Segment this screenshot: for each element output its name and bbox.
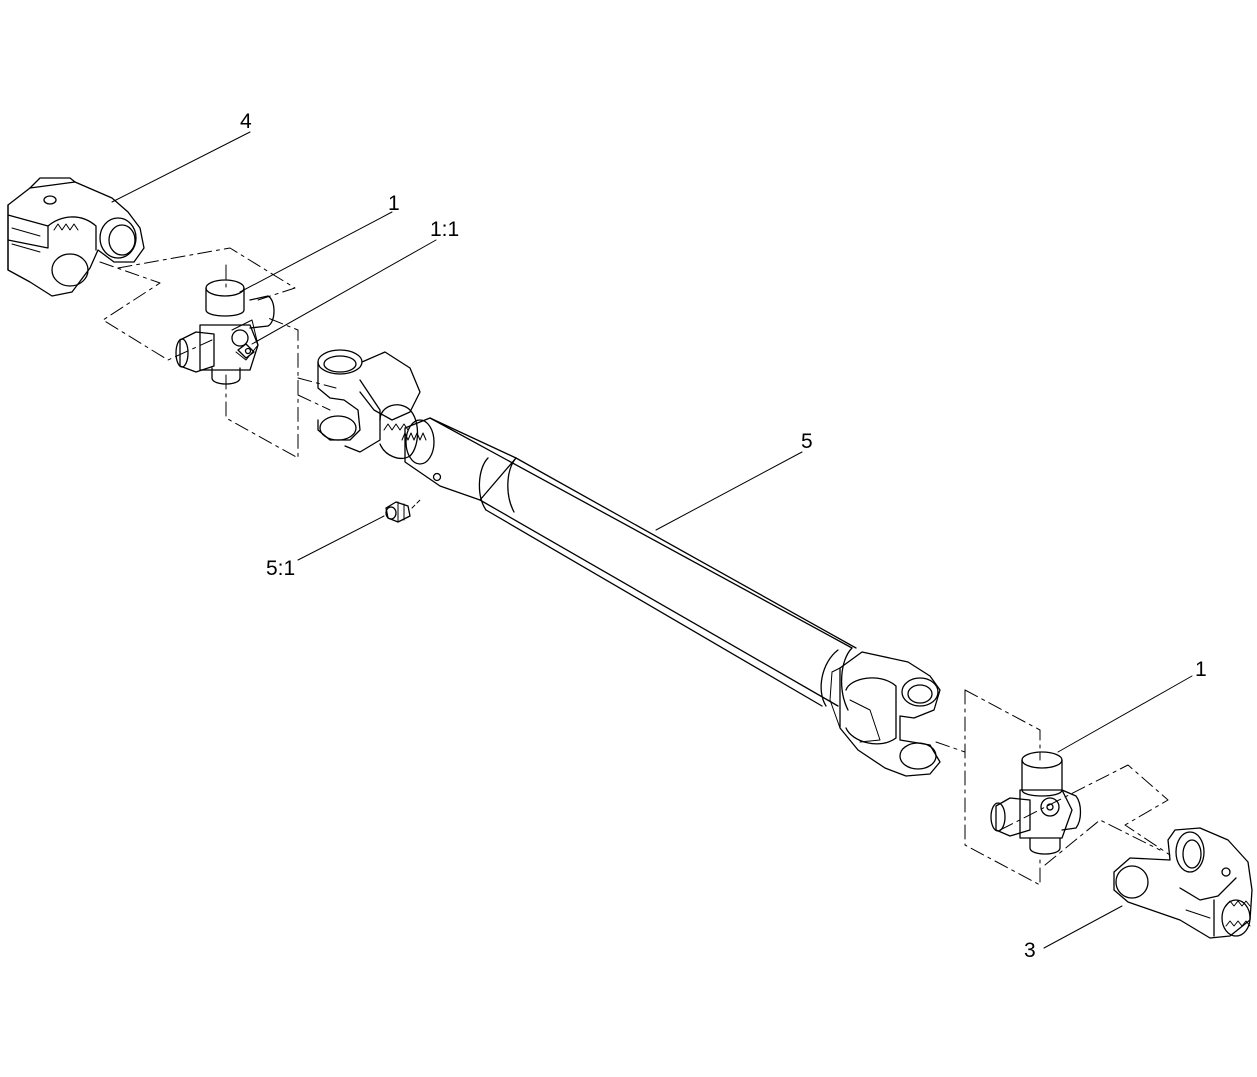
shaft-yoke-left bbox=[318, 350, 420, 458]
callout-part-4: 4 bbox=[240, 110, 252, 133]
leader-part-3 bbox=[1044, 906, 1122, 948]
grease-fitting-part-5-1 bbox=[386, 500, 420, 522]
cross-joint-upper bbox=[176, 280, 274, 384]
leader-part-1-1 bbox=[252, 240, 436, 344]
callout-part-5: 5 bbox=[801, 430, 813, 453]
callout-leaders bbox=[112, 132, 1192, 948]
leader-part-1-lower bbox=[1058, 676, 1192, 752]
assembly-guide-lines bbox=[100, 248, 1170, 885]
main-shaft-part-5 bbox=[402, 418, 856, 710]
callout-part-1-lower: 1 bbox=[1195, 658, 1207, 681]
callout-part-3: 3 bbox=[1024, 939, 1036, 962]
cross-joint-lower bbox=[991, 752, 1081, 854]
leader-part-4 bbox=[112, 132, 250, 202]
leader-part-5-1 bbox=[298, 516, 384, 560]
leader-part-1-upper bbox=[240, 212, 392, 292]
callout-part-1-upper: 1 bbox=[388, 192, 400, 215]
shaft-yoke-right bbox=[830, 652, 940, 776]
callout-part-1-1: 1:1 bbox=[430, 218, 460, 241]
callout-part-5-1: 5:1 bbox=[266, 557, 296, 580]
leader-part-5 bbox=[656, 452, 802, 530]
yoke-part-4 bbox=[8, 178, 144, 296]
yoke-part-3 bbox=[1114, 828, 1252, 938]
